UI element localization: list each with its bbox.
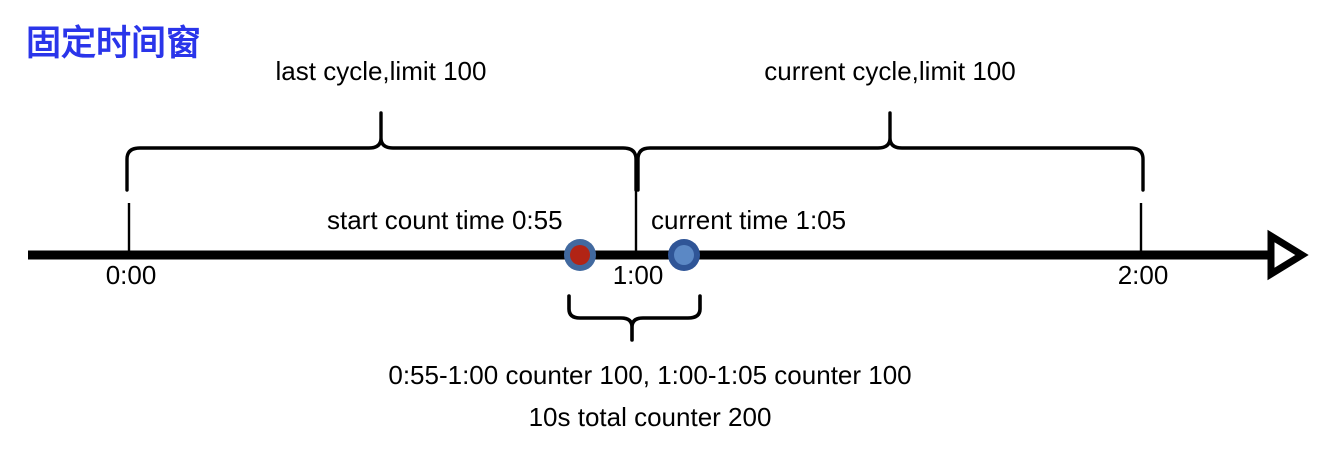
label-last-cycle: last cycle,limit 100 [275, 56, 487, 86]
timeline-arrow-icon [1267, 229, 1309, 281]
start-count-marker-dot [570, 245, 590, 265]
tick-label-2-00: 2:00 [1117, 260, 1169, 290]
current-time-marker-dot [674, 245, 694, 265]
brace-counting-window [567, 294, 702, 342]
tick-label-1-00: 1:00 [612, 260, 664, 290]
brace-current-cycle [636, 111, 1145, 192]
label-current-cycle: current cycle,limit 100 [764, 56, 1016, 86]
page-title: 固定时间窗 [26, 24, 202, 63]
caption-total-counter: 10s total counter 200 [528, 402, 772, 432]
label-start-count-time: start count time 0:55 [327, 205, 563, 235]
brace-last-cycle [125, 111, 638, 192]
label-current-time: current time 1:05 [651, 205, 847, 235]
tick-label-0-00: 0:00 [105, 260, 157, 290]
caption-counter-breakdown: 0:55-1:00 counter 100, 1:00-1:05 counter… [388, 360, 912, 390]
